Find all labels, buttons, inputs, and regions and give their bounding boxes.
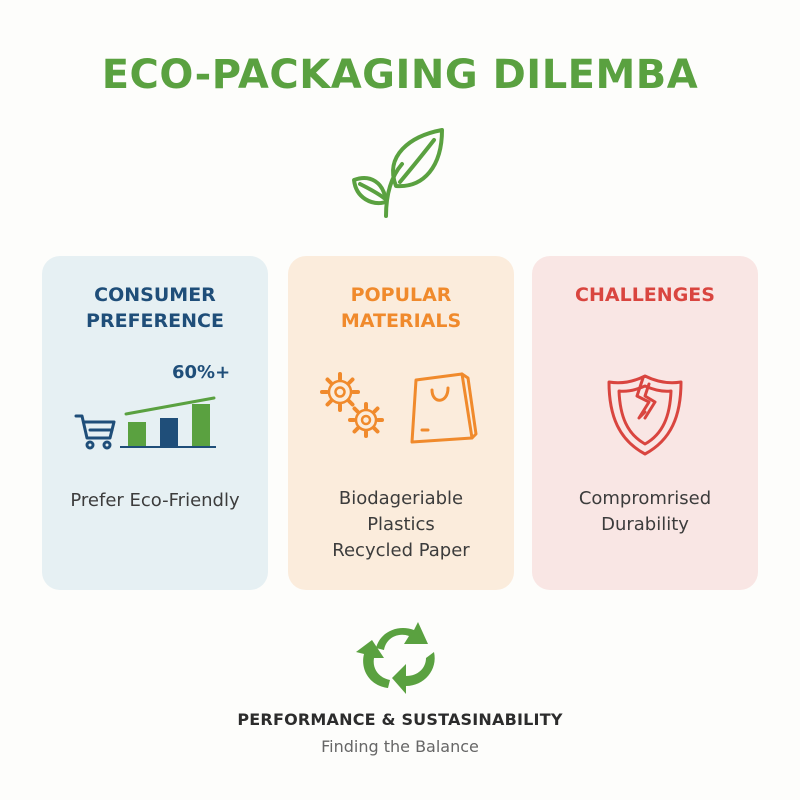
- card-challenges: CHALLENGES Compromrised Durability: [532, 256, 758, 590]
- card-text: Prefer Eco-Friendly: [42, 488, 268, 514]
- card-title-line: POPULAR: [350, 284, 452, 306]
- card-title: CONSUMER PREFERENCE: [42, 282, 268, 334]
- card-text-line: Biodageriable: [338, 488, 464, 509]
- card-title: CHALLENGES: [532, 282, 758, 308]
- shopping-cart-icon: [74, 414, 116, 450]
- card-text-line: Prefer Eco-Friendly: [70, 490, 240, 511]
- card-text-line: Compromrised: [578, 488, 712, 509]
- bar: [160, 418, 178, 446]
- bar: [192, 404, 210, 446]
- card-text: Compromrised Durability: [532, 486, 758, 538]
- shopping-bag-icon: [410, 372, 478, 444]
- card-text-line: Recycled Paper: [332, 540, 470, 561]
- card-consumer-preference: CONSUMER PREFERENCE 60%+ Prefer Eco-Frie…: [42, 256, 268, 590]
- card-title-line: CHALLENGES: [575, 284, 715, 306]
- card-title-line: MATERIALS: [340, 310, 462, 332]
- bar-chart-icon: [120, 396, 216, 448]
- stat-value: 60%+: [172, 362, 231, 383]
- card-text-line: Durability: [601, 514, 689, 535]
- card-text-line: Plastics: [367, 514, 435, 535]
- broken-shield-icon: [607, 374, 683, 456]
- footer-subtitle: Finding the Balance: [321, 737, 479, 756]
- gears-icon: [320, 372, 384, 438]
- leaf-icon: [352, 128, 444, 218]
- card-popular-materials: POPULAR MATERIALS Bi: [288, 256, 514, 590]
- card-text: Biodageriable Plastics Recycled Paper: [288, 486, 514, 564]
- footer-title: PERFORMANCE & SUSTASINABILITY: [237, 710, 563, 729]
- trend-line: [124, 396, 216, 416]
- card-title-line: PREFERENCE: [86, 310, 224, 332]
- card-title: POPULAR MATERIALS: [288, 282, 514, 334]
- card-title-line: CONSUMER: [94, 284, 216, 306]
- recycle-icon: [356, 622, 435, 694]
- bar: [128, 422, 146, 446]
- page-title: ECO-PACKAGING DILEMBA: [101, 52, 699, 98]
